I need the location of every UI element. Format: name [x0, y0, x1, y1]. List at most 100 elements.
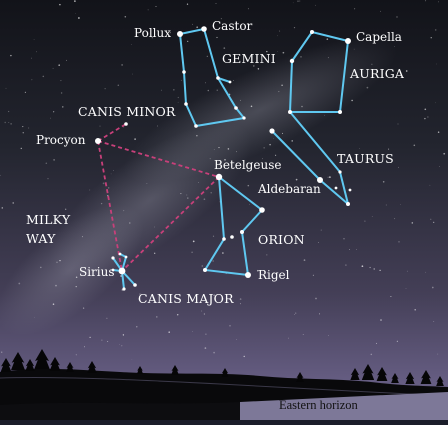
tree-silhouette [171, 365, 179, 375]
faint-star [136, 326, 138, 328]
faint-star [219, 201, 221, 203]
faint-star [131, 359, 133, 360]
label-milky-way-2: WAY [26, 231, 56, 246]
faint-star [279, 30, 281, 32]
faint-star [59, 259, 61, 262]
label-rigel: Rigel [258, 268, 290, 282]
tree-silhouette [25, 359, 35, 371]
faint-star [438, 1, 439, 3]
faint-star [110, 173, 112, 175]
faint-star [209, 158, 211, 160]
faint-star [207, 89, 210, 92]
faint-star [34, 316, 35, 318]
faint-star [110, 271, 111, 272]
faint-star [433, 221, 435, 223]
tree-silhouette [66, 362, 74, 372]
faint-star [192, 331, 193, 332]
faint-star [203, 313, 206, 315]
label-orion: ORION [258, 232, 305, 247]
horizon-band [240, 392, 448, 420]
label-canis-minor: CANIS MINOR [78, 104, 176, 119]
faint-star [28, 127, 30, 129]
faint-star [373, 268, 375, 270]
faint-star [397, 166, 400, 168]
faint-star [302, 334, 304, 336]
label-procyon: Procyon [36, 133, 86, 147]
faint-star [75, 285, 77, 288]
faint-star [177, 101, 179, 103]
faint-star [443, 152, 446, 155]
faint-star [124, 15, 127, 18]
faint-star [431, 286, 434, 289]
faint-star [262, 158, 263, 160]
faint-star [4, 121, 6, 124]
tree-silhouette [221, 368, 229, 377]
faint-star [427, 116, 429, 118]
triangle-procyon-sirius [97, 140, 123, 272]
faint-star [191, 251, 193, 254]
faint-star [233, 80, 234, 81]
faint-star [31, 57, 32, 59]
label-sirius: Sirius [79, 265, 115, 279]
faint-star [201, 265, 203, 267]
faint-star [53, 111, 55, 113]
faint-star [300, 56, 302, 58]
faint-star [371, 63, 373, 65]
star-castor [201, 26, 207, 32]
faint-star [297, 0, 299, 2]
faint-star [10, 123, 12, 125]
faint-star [52, 67, 54, 69]
tree-silhouette [136, 366, 144, 374]
faint-star [47, 178, 49, 180]
faint-star [292, 2, 294, 4]
faint-star [327, 176, 329, 178]
faint-star [75, 13, 76, 14]
faint-star [106, 317, 108, 319]
faint-star [113, 170, 114, 172]
faint-star [89, 189, 91, 191]
faint-star [104, 88, 106, 90]
faint-star [196, 26, 199, 29]
faint-star [186, 194, 188, 196]
faint-star [198, 181, 199, 183]
triangle-betelgeuse-sirius [121, 176, 220, 272]
faint-star [213, 148, 215, 150]
tree-silhouette [350, 368, 360, 380]
faint-star [361, 265, 364, 268]
faint-star [65, 208, 67, 210]
tree-silhouette [34, 349, 50, 369]
faint-star [204, 347, 207, 349]
faint-star [429, 184, 431, 186]
faint-star [60, 137, 62, 139]
faint-star [437, 131, 440, 133]
constellation-stars [111, 30, 352, 291]
faint-star [317, 242, 319, 243]
faint-star [218, 147, 220, 149]
faint-star [1, 351, 3, 353]
faint-star [215, 3, 217, 4]
faint-star [177, 96, 179, 99]
faint-star [273, 137, 274, 139]
faint-star [210, 192, 212, 194]
faint-star [169, 31, 171, 34]
faint-star [430, 37, 432, 39]
faint-star [436, 63, 437, 65]
faint-star [40, 266, 42, 269]
faint-star [69, 215, 70, 216]
faint-star [58, 64, 60, 66]
tree-silhouette [87, 361, 97, 373]
faint-star [295, 312, 297, 314]
faint-star [396, 16, 398, 18]
auriga-outline [288, 30, 349, 113]
faint-star [117, 84, 120, 86]
faint-star [192, 240, 195, 243]
faint-star [220, 18, 222, 20]
faint-star [369, 266, 371, 269]
tree-silhouette [0, 358, 12, 372]
faint-star [130, 44, 132, 45]
faint-star [425, 271, 427, 273]
faint-star [89, 336, 91, 339]
faint-star [180, 79, 182, 81]
faint-star [155, 6, 157, 8]
faint-star [156, 316, 158, 318]
